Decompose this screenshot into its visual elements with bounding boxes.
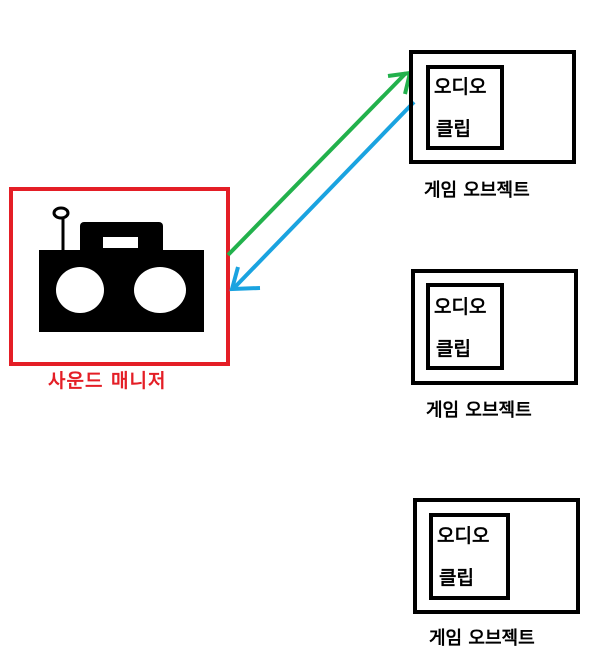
game-object-box-3 <box>413 498 580 614</box>
game-object-label-1: 게임 오브젝트 <box>424 180 530 201</box>
game-object-box-1 <box>409 50 576 164</box>
audio-clip-label-3a: 오디오 <box>437 525 490 547</box>
audio-clip-label-2b: 클립 <box>436 338 471 360</box>
game-object-label-2: 게임 오브젝트 <box>426 400 532 421</box>
audio-clip-box-3 <box>429 513 510 600</box>
audio-clip-label-3b: 클립 <box>439 567 474 589</box>
arrow-to-sound-manager <box>229 100 416 292</box>
audio-clip-box-2 <box>426 283 504 370</box>
game-object-box-2 <box>411 269 578 385</box>
audio-clip-label-2a: 오디오 <box>434 296 487 318</box>
audio-clip-box-1 <box>426 65 504 150</box>
sound-manager-box <box>9 187 230 366</box>
arrow-to-game-object <box>226 70 413 257</box>
sound-manager-label: 사운드 매니저 <box>48 370 167 392</box>
boombox-icon <box>39 206 204 332</box>
audio-clip-label-1b: 클립 <box>436 118 471 140</box>
game-object-label-3: 게임 오브젝트 <box>429 628 535 649</box>
audio-clip-label-1a: 오디오 <box>434 76 487 98</box>
